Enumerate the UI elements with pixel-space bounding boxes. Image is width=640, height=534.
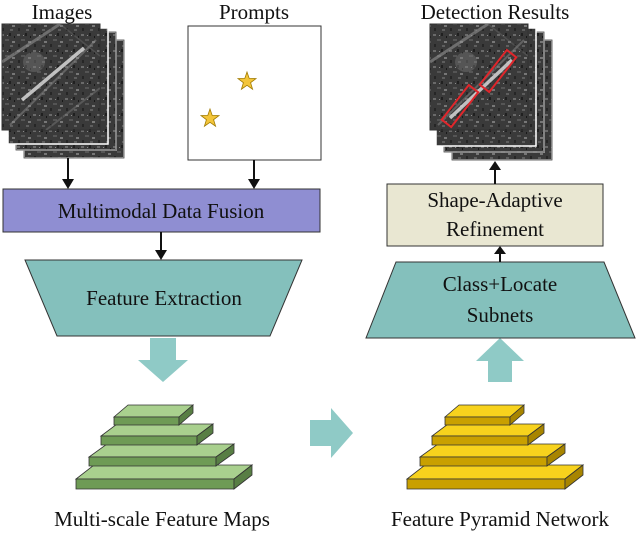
multiscale-feature-pyramid: [74, 404, 254, 490]
images-label: Images: [32, 0, 93, 24]
multiscale-label: Multi-scale Feature Maps: [54, 507, 270, 531]
input-image-stack: [1, 23, 125, 159]
extraction-label: Feature Extraction: [86, 286, 242, 310]
fpn-label: Feature Pyramid Network: [391, 507, 610, 531]
detection-results-label: Detection Results: [421, 0, 570, 24]
prompts-label: Prompts: [219, 0, 289, 24]
detection-result-stack: [429, 23, 553, 161]
down-flow-arrow: [138, 338, 188, 382]
star-icon: [199, 107, 221, 128]
detection-box: [440, 83, 480, 129]
shape-adaptive-refinement-box: [386, 183, 604, 247]
refinement-label-line1: Shape-Adaptive: [427, 188, 562, 212]
refinement-to-results-arrow: [489, 161, 501, 184]
input-arrows: [62, 158, 260, 189]
sar-image: [1, 23, 101, 131]
multimodal-fusion-box: [2, 188, 321, 233]
up-flow-arrow: [476, 338, 524, 382]
subnets-label-line2: Subnets: [467, 303, 534, 327]
feature-pyramid-network: [405, 404, 585, 490]
right-flow-arrow: [310, 408, 353, 458]
subnets-label-line1: Class+Locate: [443, 272, 557, 296]
detection-box: [478, 48, 518, 94]
subnets-trapezoid: [365, 261, 636, 339]
fusion-label: Multimodal Data Fusion: [58, 199, 265, 223]
detection-image: [429, 23, 529, 131]
feature-extraction-trapezoid: [24, 259, 303, 337]
prompt-canvas: [187, 25, 322, 161]
refinement-label-line2: Refinement: [446, 217, 544, 241]
fusion-to-extraction-arrow: [155, 232, 167, 260]
subnets-to-refinement-arrow: [494, 246, 506, 262]
star-icon: [236, 70, 258, 91]
